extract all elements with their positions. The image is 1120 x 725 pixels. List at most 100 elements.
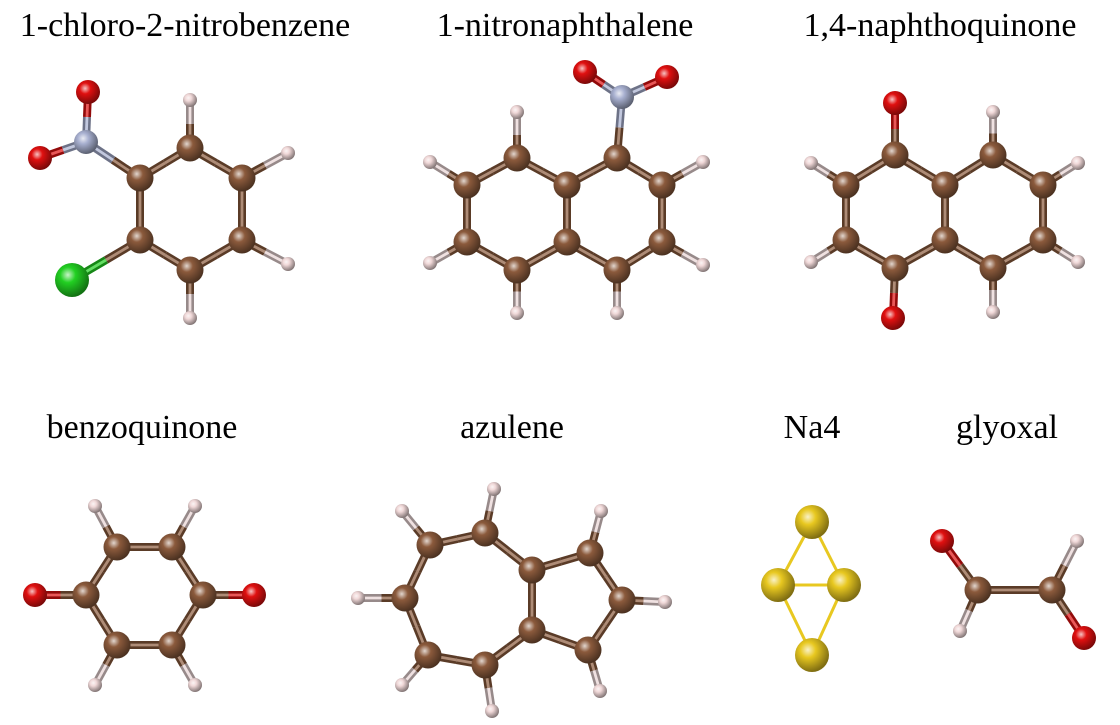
- atom-h-h8: [986, 105, 1000, 119]
- atom-h-h6: [88, 678, 102, 692]
- atom-h-h4: [183, 311, 197, 325]
- atom-c-c5: [979, 254, 1007, 282]
- molecule-azulene: [351, 482, 672, 718]
- atom-c-c6: [391, 584, 419, 612]
- atom-na-na3: [827, 568, 861, 602]
- atom-c-c5: [176, 256, 204, 284]
- atom-c-c8: [979, 141, 1007, 169]
- atom-c-c4: [471, 519, 499, 547]
- atom-h-h3: [188, 499, 202, 513]
- atom-h-h5: [986, 305, 1000, 319]
- atom-c-c6: [126, 226, 154, 254]
- atom-n-n: [610, 85, 634, 109]
- atom-c-c8a: [553, 171, 581, 199]
- atom-c-c3: [228, 164, 256, 192]
- atom-c-c4: [189, 581, 217, 609]
- atom-h-h8: [485, 704, 499, 718]
- atom-c-c4: [603, 256, 631, 284]
- atom-c-c4: [228, 226, 256, 254]
- molecule-chloronitrobenzene: [28, 80, 295, 325]
- atom-c-c2: [176, 134, 204, 162]
- atom-o-o2: [28, 146, 52, 170]
- atom-h-h7: [395, 678, 409, 692]
- atom-o-o4: [881, 306, 905, 330]
- molecule-nitronaphthalene: [423, 60, 710, 320]
- atom-c-c8: [471, 651, 499, 679]
- atom-o-o1: [23, 583, 47, 607]
- atom-h-h1: [953, 624, 967, 638]
- atom-c-c6: [453, 228, 481, 256]
- atom-o-o2: [655, 65, 679, 89]
- label-azulene: azulene: [460, 409, 564, 446]
- atom-h-h4: [487, 482, 501, 496]
- atom-h-h3: [804, 255, 818, 269]
- atom-c-c1: [603, 144, 631, 172]
- label-na4: Na4: [784, 409, 841, 446]
- atom-h-h3: [594, 504, 608, 518]
- atom-c-c7: [1029, 171, 1057, 199]
- atom-o-o2: [1072, 626, 1096, 650]
- atom-c-c8a: [518, 616, 546, 644]
- atom-h-h2: [281, 146, 295, 160]
- atom-c-c5: [416, 531, 444, 559]
- atom-h-h6: [423, 256, 437, 270]
- atom-o-o1: [573, 60, 597, 84]
- atom-o-o1: [76, 80, 100, 104]
- atom-h-h2: [88, 499, 102, 513]
- atom-h-h5: [188, 678, 202, 692]
- atom-h-h3: [696, 258, 710, 272]
- molecule-naphthoquinone: [804, 91, 1085, 330]
- atom-c-c2: [1038, 576, 1066, 604]
- atom-h-h2: [658, 595, 672, 609]
- atom-h-h2: [1070, 534, 1084, 548]
- atom-h-h5: [395, 504, 409, 518]
- atom-c-c8: [503, 144, 531, 172]
- atom-na-na2: [761, 568, 795, 602]
- label-naphthoquinone: 1,4-naphthoquinone: [804, 7, 1077, 44]
- atom-c-c1: [574, 636, 602, 664]
- atom-h-h4: [610, 306, 624, 320]
- atom-h-h1: [183, 93, 197, 107]
- atom-c-c1: [964, 576, 992, 604]
- atom-c-c4: [881, 254, 909, 282]
- atom-c-c5: [158, 631, 186, 659]
- atom-c-c6: [103, 631, 131, 659]
- atom-c-c2: [648, 171, 676, 199]
- label-chloronitrobenzene: 1-chloro-2-nitrobenzene: [20, 7, 350, 44]
- atom-c-c3: [648, 228, 676, 256]
- atom-c-c7: [414, 641, 442, 669]
- atom-c-c3: [832, 226, 860, 254]
- atom-c-c3: [576, 539, 604, 567]
- atom-c-c1: [881, 141, 909, 169]
- atom-h-h8: [510, 105, 524, 119]
- atom-h-h6: [1071, 255, 1085, 269]
- label-glyoxal: glyoxal: [956, 409, 1058, 446]
- atom-na-na4: [795, 638, 829, 672]
- atom-na-na1: [795, 505, 829, 539]
- atom-c-c2: [832, 171, 860, 199]
- atom-h-h7: [423, 155, 437, 169]
- atom-c-c1: [126, 164, 154, 192]
- atom-cl-cl: [55, 263, 89, 297]
- atom-n-n: [74, 130, 98, 154]
- atom-c-c4a: [553, 228, 581, 256]
- atom-h-h1: [593, 684, 607, 698]
- atom-o-o4: [242, 583, 266, 607]
- molecule-benzoquinone: [23, 499, 266, 692]
- molecule-glyoxal: [930, 529, 1096, 650]
- atom-h-h7: [1071, 156, 1085, 170]
- molecule-na4: [761, 505, 861, 672]
- atom-c-c1: [72, 581, 100, 609]
- label-benzoquinone: benzoquinone: [47, 409, 238, 446]
- atom-c-c2: [103, 533, 131, 561]
- atom-h-h2: [804, 156, 818, 170]
- atom-h-h3: [281, 257, 295, 271]
- atom-c-c8a: [931, 171, 959, 199]
- atom-h-h2: [696, 155, 710, 169]
- atom-c-c5: [503, 256, 531, 284]
- label-nitronaphthalene: 1-nitronaphthalene: [437, 7, 694, 44]
- atom-c-c4a: [931, 226, 959, 254]
- atom-o-o1: [930, 529, 954, 553]
- atom-c-c3a: [518, 556, 546, 584]
